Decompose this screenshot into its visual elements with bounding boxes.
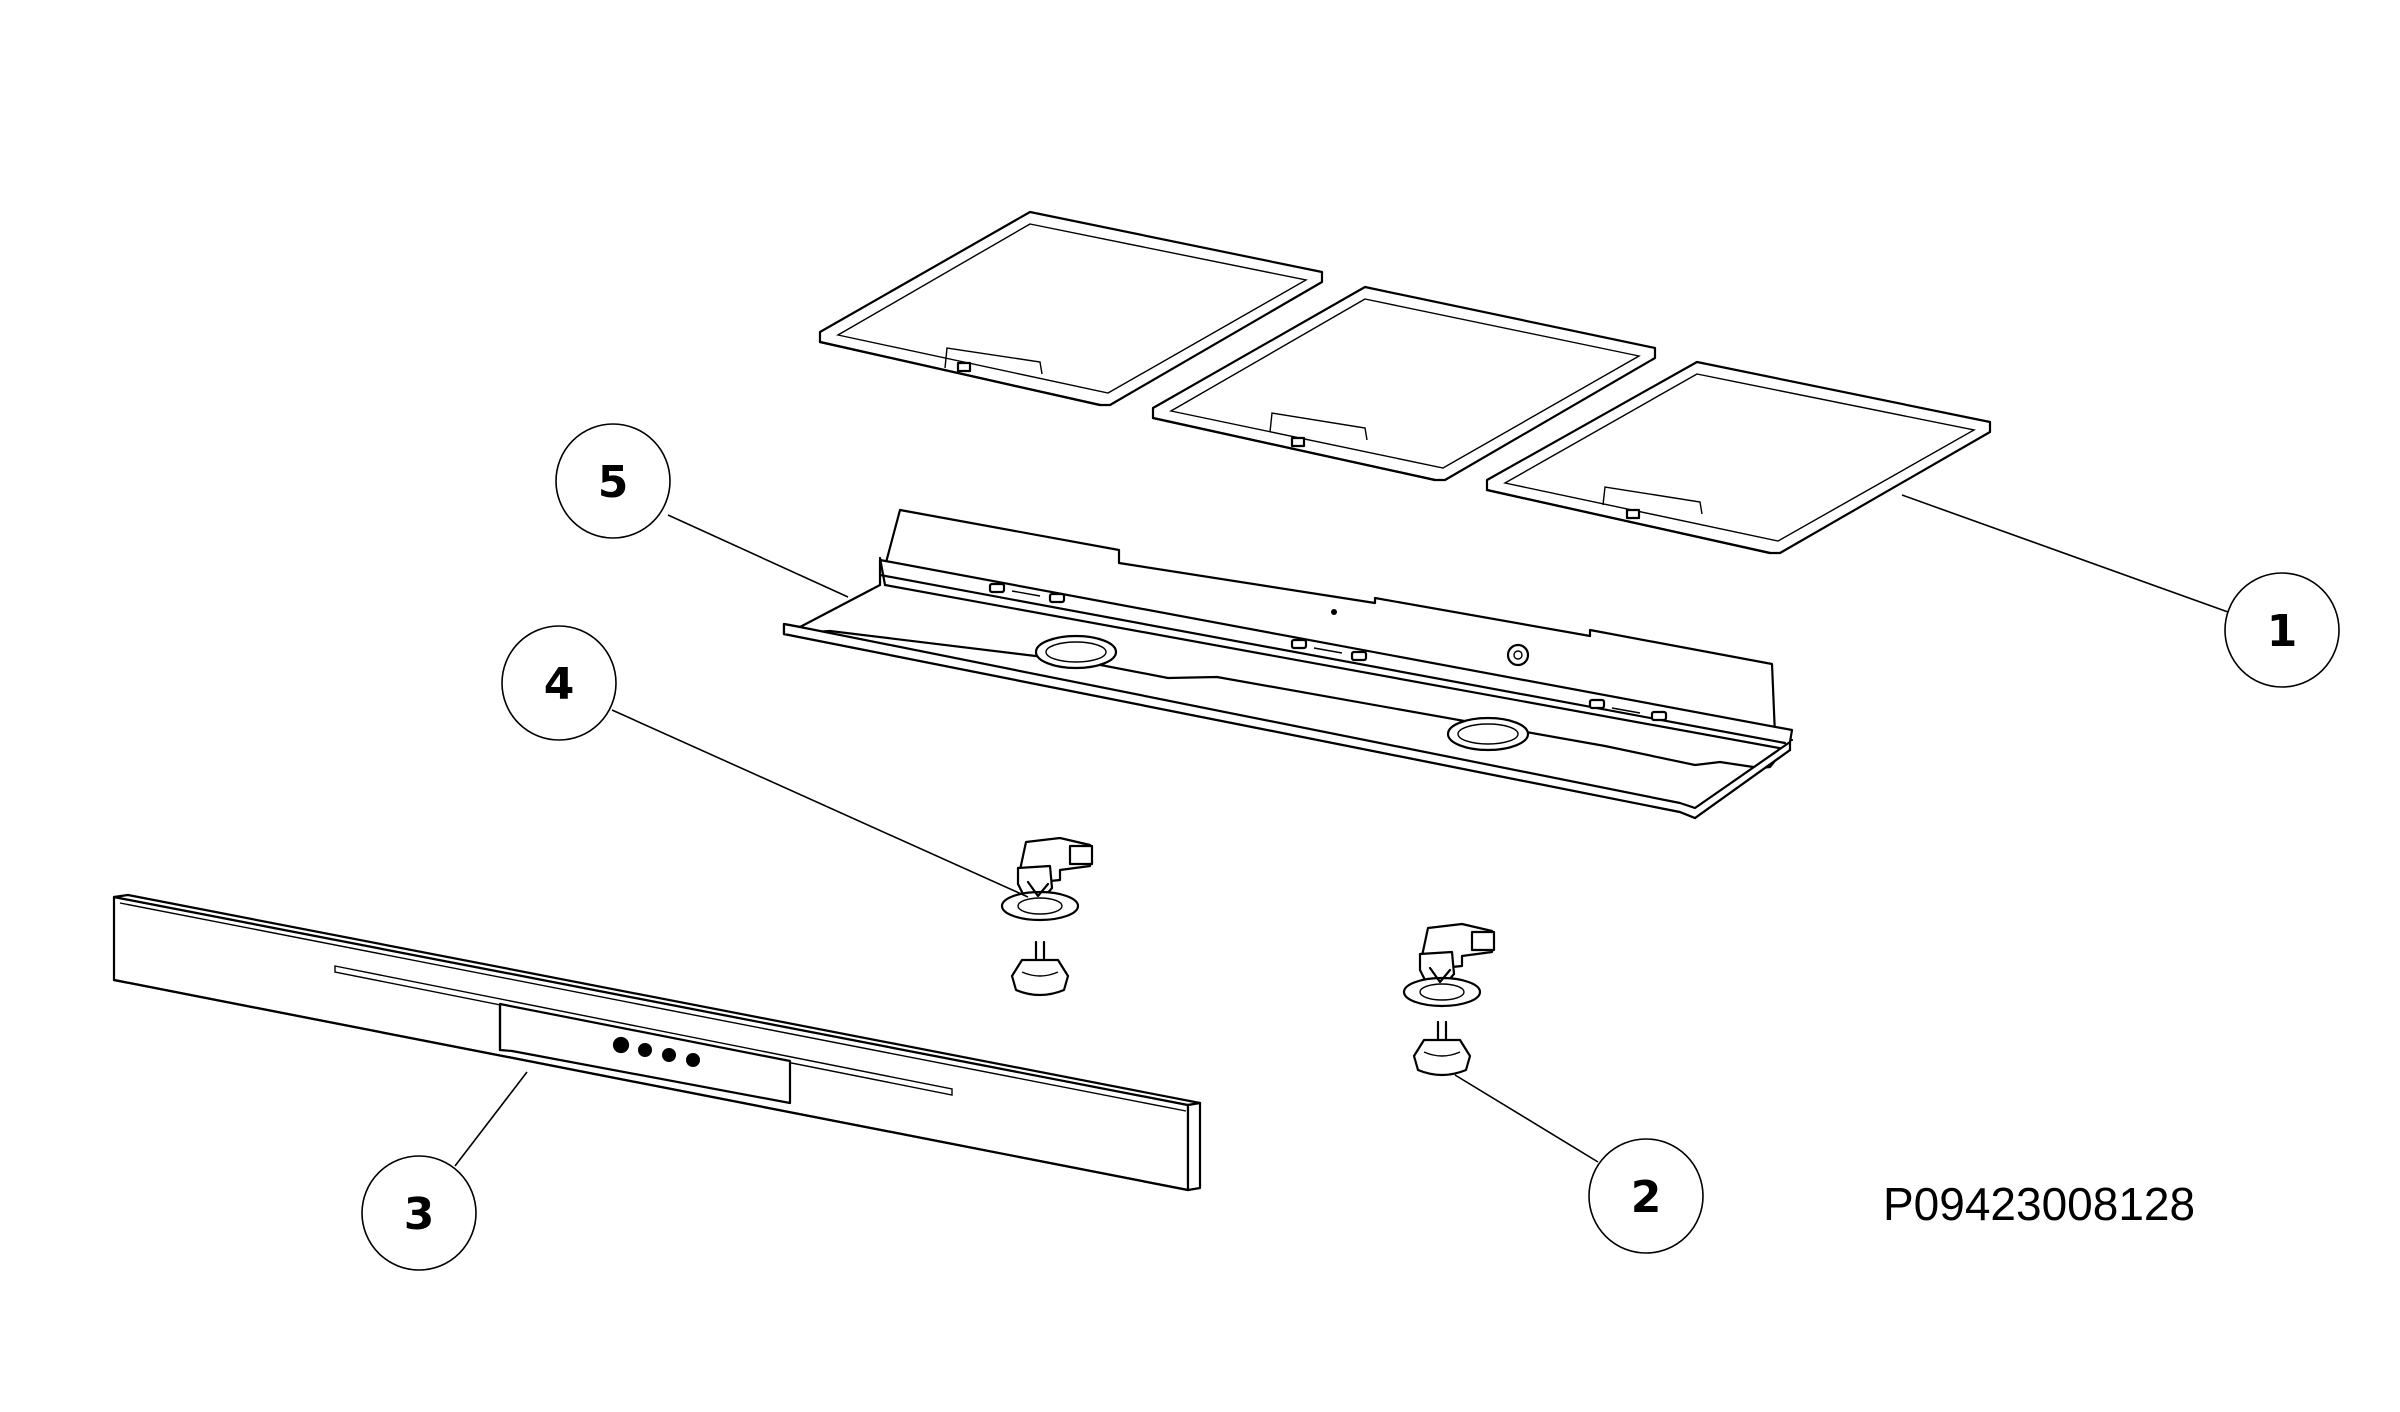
leader-3 <box>454 1071 528 1167</box>
lamp-holder <box>1000 836 1094 922</box>
callout-1: 1 <box>2224 572 2340 688</box>
leader-2 <box>1454 1074 1599 1163</box>
support-frame <box>782 508 1794 820</box>
callout-4: 4 <box>501 625 617 741</box>
callout-3-number: 3 <box>404 1189 435 1240</box>
drawing-code: P09423008128 <box>1883 1178 2195 1230</box>
leader-4 <box>611 709 1029 898</box>
callout-2-number: 2 <box>1631 1172 1662 1223</box>
callout-4-number: 4 <box>544 659 575 710</box>
callout-3: 3 <box>361 1155 477 1271</box>
callout-5: 5 <box>555 423 671 539</box>
leader-lines <box>454 494 2229 1167</box>
filter-panels <box>818 210 1992 555</box>
control-panel <box>112 893 1202 1192</box>
lamp-bulb <box>1412 1020 1472 1077</box>
callout-5-number: 5 <box>598 457 629 508</box>
lamp-holder-right <box>1402 922 1496 1008</box>
callout-2: 2 <box>1588 1138 1704 1254</box>
filter-panel-middle <box>1151 285 1657 482</box>
leader-5 <box>667 514 849 598</box>
lamp-bulb-left <box>1010 940 1070 997</box>
leader-1 <box>1901 494 2229 613</box>
filter-panel-right <box>1485 360 1992 555</box>
filter-panel-left <box>818 210 1324 407</box>
callout-1-number: 1 <box>2267 606 2298 657</box>
